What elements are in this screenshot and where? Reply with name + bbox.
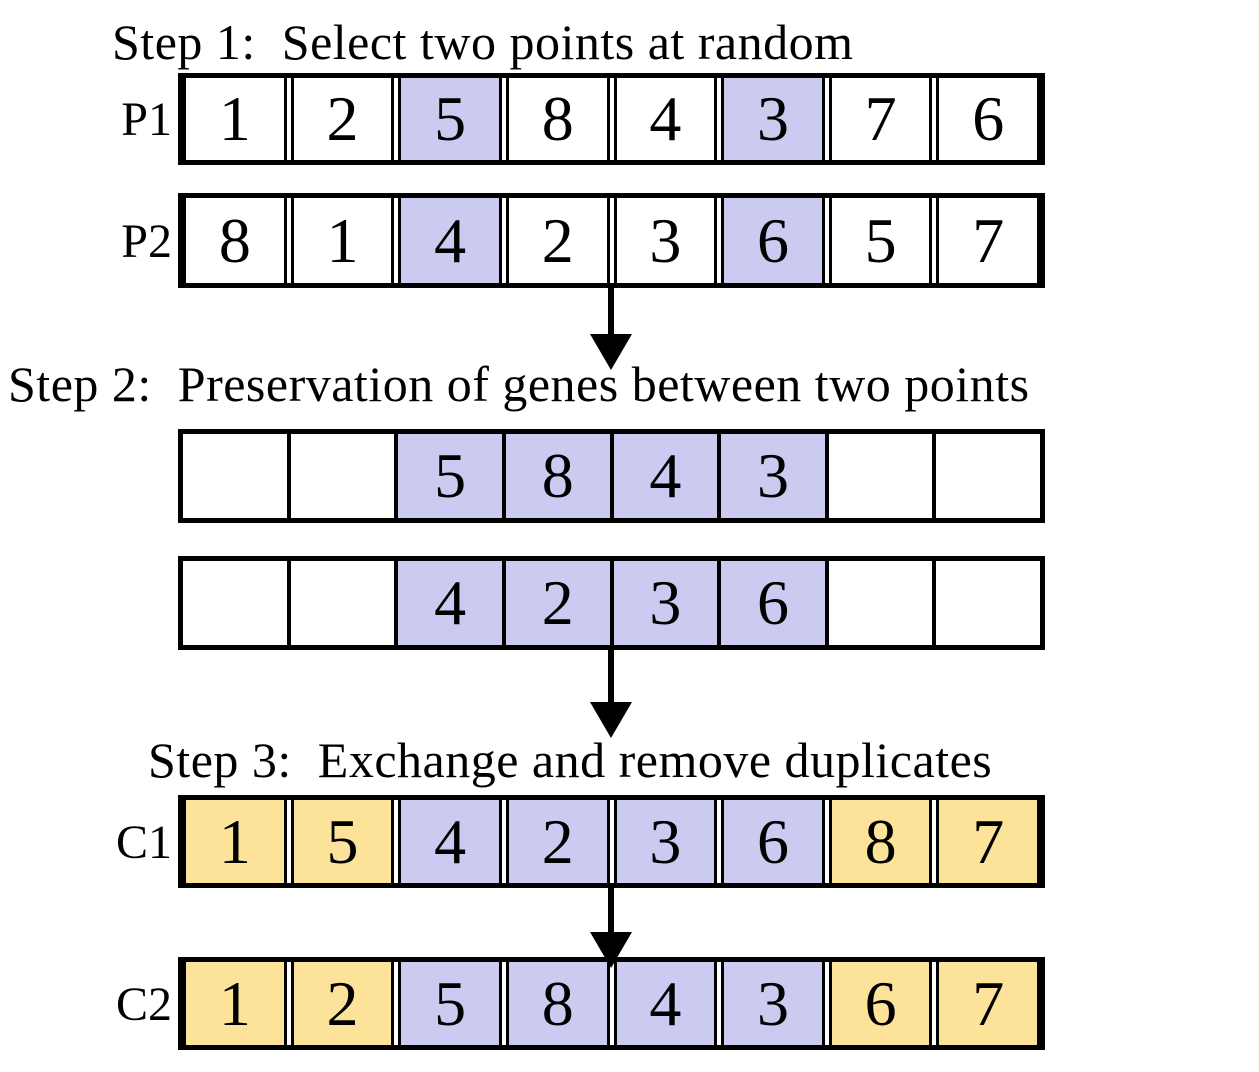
gene-cell: 5: [398, 962, 502, 1045]
gene-cell: [286, 561, 395, 645]
gene-cell: [286, 434, 395, 518]
step1-title: Step 1: Select two points at random: [112, 14, 854, 70]
gene-cell: [824, 561, 933, 645]
gene-cell: [824, 434, 933, 518]
gene-cell: 6: [721, 198, 825, 283]
gene-cell: 5: [398, 78, 502, 160]
gene-cell: 8: [501, 434, 610, 518]
gene-cell: 8: [505, 962, 610, 1045]
row-label-c2: C2: [115, 978, 172, 1031]
gene-cell: 8: [183, 198, 287, 283]
arrow-head: [590, 932, 632, 968]
gene-cell: 3: [609, 561, 718, 645]
gene-cell: 3: [613, 198, 718, 283]
gene-cell: 5: [290, 800, 395, 883]
gene-cell: 4: [613, 78, 718, 160]
arrow-head: [590, 702, 632, 738]
gene-cell: 7: [936, 198, 1040, 283]
gene-cell: 7: [828, 78, 933, 160]
gene-cell: 3: [721, 962, 825, 1045]
gene-cell: [183, 561, 287, 645]
gene-cell: 3: [721, 78, 825, 160]
gene-cell: 8: [828, 800, 933, 883]
row-label-p2: P2: [121, 215, 172, 268]
gene-cell: 6: [936, 78, 1040, 160]
gene-cell: 5: [828, 198, 933, 283]
gene-cell: [932, 561, 1040, 645]
gene-cell: 2: [505, 198, 610, 283]
gene-cell: 4: [398, 198, 502, 283]
gene-cell: 6: [721, 800, 825, 883]
gene-cell: 6: [828, 962, 933, 1045]
gene-cell: 2: [290, 78, 395, 160]
gene-cell: 3: [613, 800, 718, 883]
gene-cell: 7: [936, 800, 1040, 883]
gene-cell: 7: [936, 962, 1040, 1045]
step3-title: Step 3: Exchange and remove duplicates: [148, 732, 993, 788]
gene-cell: 1: [183, 800, 287, 883]
step2-title: Step 2: Preservation of genes between tw…: [8, 356, 1030, 412]
gene-cell: 1: [183, 962, 287, 1045]
arrow-shaft: [608, 888, 614, 934]
gene-cell: 6: [717, 561, 825, 645]
gene-cell: 2: [505, 800, 610, 883]
gene-cell: [183, 434, 287, 518]
gene-cell: 3: [717, 434, 825, 518]
gene-cell: [932, 434, 1040, 518]
gene-cell: 8: [505, 78, 610, 160]
gene-cell: 5: [394, 434, 502, 518]
gene-cell: 1: [290, 198, 395, 283]
gene-cell: 4: [398, 800, 502, 883]
row-label-p1: P1: [121, 93, 172, 146]
gene-cell: 2: [501, 561, 610, 645]
arrow-shaft: [608, 650, 614, 704]
gene-cell: 2: [290, 962, 395, 1045]
arrow-shaft: [608, 285, 614, 336]
gene-cell: 4: [394, 561, 502, 645]
gene-cell: 4: [609, 434, 718, 518]
gene-cell: 4: [613, 962, 718, 1045]
row-label-c1: C1: [115, 816, 172, 869]
gene-cell: 1: [183, 78, 287, 160]
arrow-head: [590, 334, 632, 370]
